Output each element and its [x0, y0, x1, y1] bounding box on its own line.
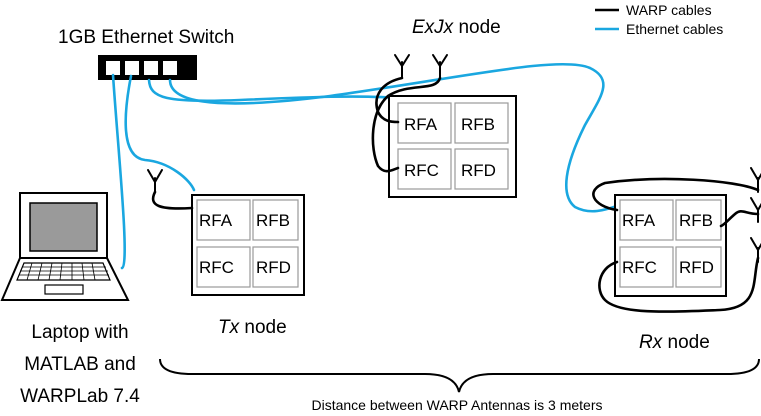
exjx-antenna-icons [394, 54, 448, 79]
tx-warp-cable [151, 190, 194, 210]
tx-port-rfb: RFB [256, 211, 290, 230]
exjx-antenna-2-icon [432, 54, 448, 79]
rx-port-rfa-box [619, 199, 674, 241]
legend-warp-label: WARP cables [626, 2, 712, 18]
legend-ethernet-label: Ethernet cables [626, 21, 723, 37]
rx-port-rfd-box [675, 246, 722, 288]
exjx-warp-cables [371, 76, 442, 173]
ethernet-switch [98, 55, 197, 80]
exjx-port-rfd-box [454, 148, 509, 190]
exjx-antenna-1-icon [394, 54, 410, 79]
tx-port-rfb-box [252, 199, 299, 241]
rx-port-rfc-box [619, 246, 674, 288]
switch-label: 1GB Ethernet Switch [58, 27, 234, 48]
distance-brace [159, 358, 760, 393]
laptop-icon [0, 192, 130, 301]
tx-port-rfc: RFC [199, 258, 234, 277]
exjx-port-rfd: RFD [461, 161, 496, 180]
ethernet-cable-rx [168, 62, 619, 213]
tx-port-rfa: RFA [199, 211, 233, 230]
tx-port-rfd-box [252, 246, 299, 288]
exjx-port-rfb-box [454, 102, 509, 144]
rx-node-label: Rx node [639, 332, 710, 353]
distance-label: Distance between WARP Antennas is 3 mete… [311, 397, 602, 413]
laptop-label-line-2: MATLAB and [24, 354, 136, 375]
rx-port-rfd: RFD [679, 258, 714, 277]
ethernet-cable-exjx [147, 78, 399, 103]
exjx-node-label: ExJx node [412, 17, 501, 38]
tx-node: RFA RFB RFC RFD [191, 194, 305, 296]
laptop-label-line-3: WARPLab 7.4 [20, 386, 140, 407]
rx-node: RFA RFB RFC RFD [614, 194, 727, 297]
tx-port-rfd: RFD [256, 258, 291, 277]
rx-warp-cables [592, 177, 760, 313]
rx-antenna-2-icon [750, 197, 761, 223]
rx-port-rfb: RFB [679, 211, 713, 230]
tx-node-label: Tx node [218, 317, 287, 338]
exjx-node: RFA RFB RFC RFD [388, 95, 517, 198]
laptop-label-line-1: Laptop with [31, 322, 128, 343]
rx-port-rfa: RFA [622, 211, 656, 230]
rx-port-rfc: RFC [622, 258, 657, 277]
legend: WARP cables Ethernet cables [595, 2, 723, 37]
exjx-port-rfb: RFB [461, 115, 495, 134]
tx-port-rfa-box [196, 199, 251, 241]
exjx-port-rfc: RFC [404, 161, 439, 180]
tx-antenna-icon [147, 169, 163, 193]
ethernet-cables [111, 62, 619, 270]
ethernet-cable-tx [124, 74, 196, 192]
rx-antenna-3-icon [750, 237, 761, 263]
exjx-port-rfa: RFA [404, 115, 438, 134]
ethernet-cable-laptop [111, 73, 126, 270]
exjx-port-rfa-box [397, 102, 452, 144]
rx-port-rfb-box [675, 199, 722, 241]
tx-port-rfc-box [196, 246, 251, 288]
